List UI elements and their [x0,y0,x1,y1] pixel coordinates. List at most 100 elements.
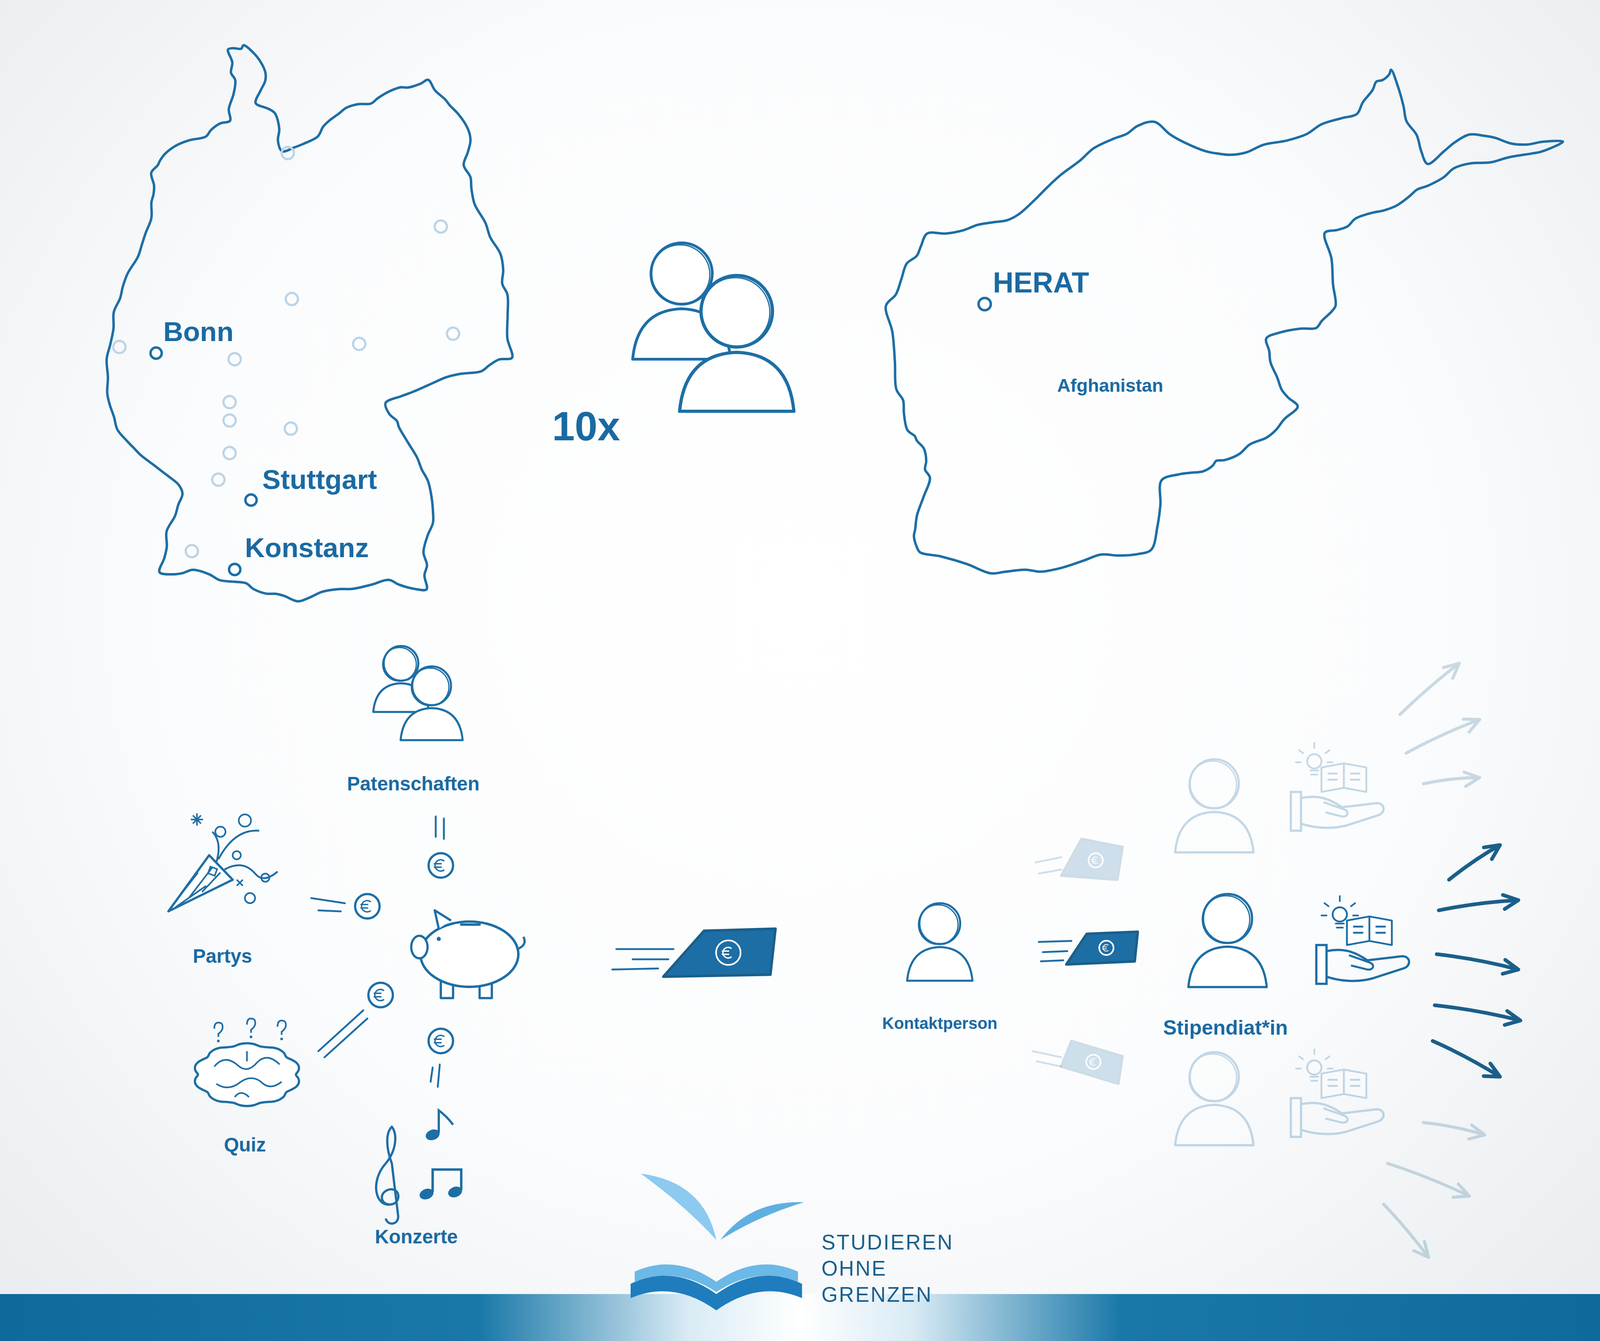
city-dot [228,352,242,366]
lightbulb-base-and-rays [1296,1048,1333,1081]
logo-wing-left [640,1173,717,1240]
knowledge-hand-icon [1290,743,1384,831]
city-label: Konstanz [245,532,369,563]
source-label: Konzerte [374,1226,458,1248]
person-icon [1175,1052,1254,1146]
speed-line [324,1018,368,1058]
speed-line [1038,941,1072,942]
impact-arrow [1438,894,1519,911]
city-dot [185,544,199,558]
city-dot [212,473,225,486]
euro-sign [1102,944,1109,951]
logo-graphic [630,1173,805,1311]
piggy-bank-icon [411,910,525,999]
impact-arrow [1423,772,1480,787]
euro-sign [1091,856,1098,864]
euro-sign [721,947,732,958]
afghanistan-outline [885,69,1563,574]
lightbulb [1307,1060,1322,1075]
coin-icon [428,1028,453,1054]
person-body [679,352,795,412]
footer-band [0,1294,1600,1341]
speed-line [430,1067,433,1082]
hand [1300,1102,1384,1134]
piggy-snout [411,935,428,959]
party-popper-icon [168,813,278,912]
question-mark [247,1018,256,1033]
lightbulb-base-and-rays [1296,743,1333,775]
city-label: Bonn [163,316,234,347]
knowledge-hand-icon [1290,1048,1384,1137]
banknote-seal [1088,853,1103,868]
speed-line [616,948,674,950]
banknote-icon [663,928,776,977]
lightbulb-base-and-rays [1321,896,1359,928]
speed-line [1035,857,1062,863]
person-body [1175,1104,1254,1146]
popper-cone [168,855,233,912]
person-body [1188,946,1267,988]
piggy-eye [436,937,441,942]
quiz-brain-icon [194,1018,300,1106]
lightbulb [1307,754,1322,769]
speed-line [1040,960,1064,962]
logo-wing-right [720,1202,805,1241]
piggy-ear-tail [434,910,525,950]
transfer-chain [1032,663,1521,1258]
euro-sign [373,989,384,1001]
question-mark [214,1022,223,1037]
banknote-icon [1066,931,1139,965]
confetti [232,851,242,860]
impact-arrow [1432,1040,1500,1077]
impact-arrow [1448,845,1500,880]
streamers [212,830,278,879]
treble-clef [376,1126,399,1224]
city-dot [281,147,294,160]
impact-arrow [1399,663,1460,715]
confetti [245,892,256,904]
euro-sign [360,900,371,913]
speed-line [612,968,659,970]
confetti-square [207,866,217,876]
city-dot [223,395,236,409]
fundraising [168,813,776,1224]
impact-arrow [1434,1005,1521,1025]
cuff [1290,792,1301,831]
popper-stripes [175,867,221,908]
city-label: HERAT [993,267,1090,299]
banknote-seal [1086,1054,1101,1069]
person-head-sketch [650,244,710,304]
brain-folds [214,1051,282,1097]
person-body [907,947,973,981]
person-icon [679,275,795,412]
banknote-icon [1061,839,1123,880]
impact-arrow [1383,1204,1429,1258]
multiplier-label: 10x [551,403,621,449]
music-icon [376,1110,464,1224]
euro-sign [1089,1058,1096,1066]
person-head-sketch [1189,1053,1237,1102]
coin [428,853,453,878]
coin-icon [428,853,453,878]
role-label: Kontaktperson [882,1014,998,1033]
coin-icon [368,982,393,1008]
speed-line [1038,869,1062,874]
city-dot [223,414,236,427]
coin [368,982,393,1008]
city-dot [285,292,298,306]
lightbulb [1332,907,1348,922]
banknote [1066,931,1139,965]
piggy-body [420,921,519,987]
coin [428,1028,453,1054]
banknote [1061,839,1123,880]
source-label: Quiz [223,1134,266,1156]
coin [354,894,380,919]
city-dot-highlight [229,563,241,575]
hand [1326,949,1410,981]
note-stem-flag [438,1110,453,1133]
afghanistan-map [885,69,1563,574]
piggy-slot [461,923,480,927]
city-dot [284,422,297,435]
impact-arrow [1423,1122,1485,1139]
